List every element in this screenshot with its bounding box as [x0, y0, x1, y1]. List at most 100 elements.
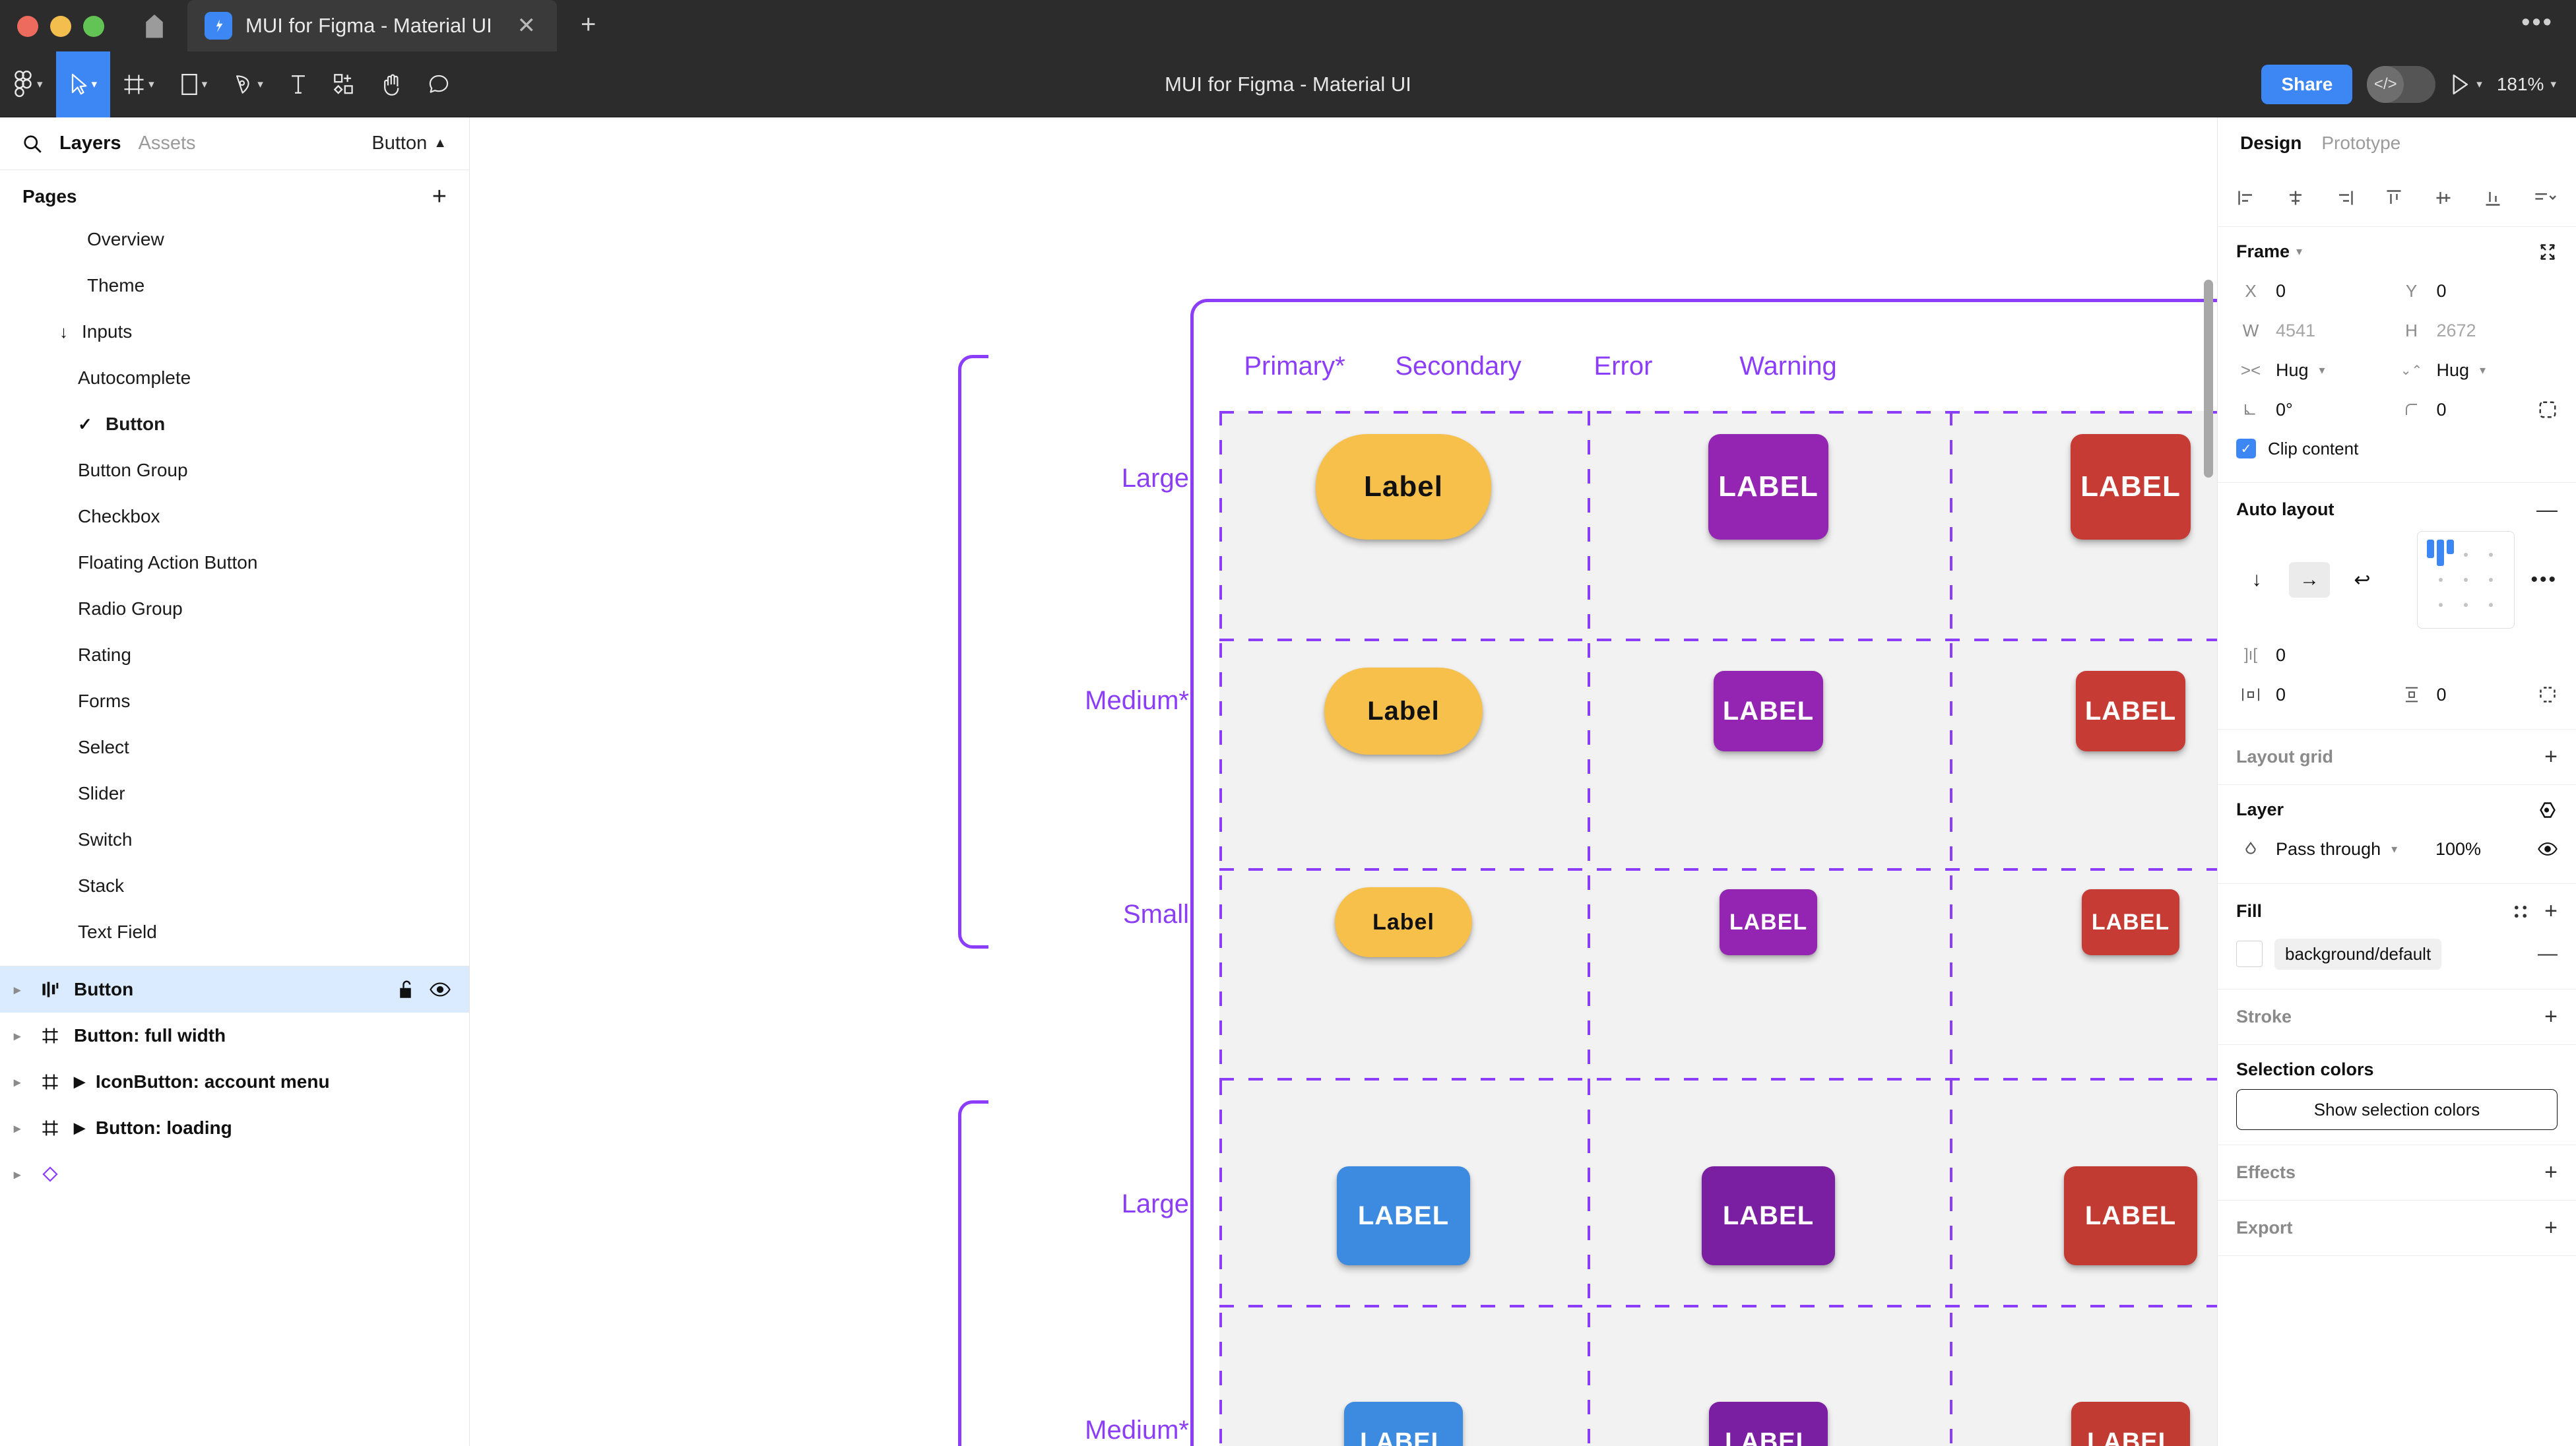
rotation-field[interactable]: 0° — [2236, 400, 2397, 420]
window-close-button[interactable] — [17, 16, 38, 37]
align-bottom-icon[interactable] — [2483, 188, 2503, 208]
comment-icon[interactable] — [415, 51, 463, 117]
button-specimen[interactable]: LABEL — [1709, 1402, 1828, 1446]
eye-icon[interactable] — [430, 981, 451, 998]
close-icon[interactable]: ✕ — [517, 13, 536, 38]
add-effect-button[interactable]: + — [2544, 1160, 2558, 1185]
width-sizing-dropdown[interactable]: >< Hug ▾ — [2236, 360, 2397, 381]
nested-expand-icon[interactable]: ▶ — [74, 1073, 85, 1090]
fill-styles-icon[interactable] — [2511, 902, 2530, 921]
page-item-button-group[interactable]: Button Group — [0, 447, 469, 493]
tab-design[interactable]: Design — [2240, 133, 2302, 153]
align-top-icon[interactable] — [2384, 188, 2404, 208]
align-left-icon[interactable] — [2236, 188, 2256, 208]
present-button[interactable]: ▾ — [2450, 73, 2482, 96]
blend-mode-dropdown[interactable]: Pass through ▾ — [2236, 839, 2435, 860]
layer-row[interactable]: ▸▶IconButton: account menu — [0, 1059, 469, 1105]
align-vertical-center-icon[interactable] — [2433, 188, 2453, 208]
clip-content-checkbox[interactable]: ✓ — [2236, 439, 2256, 458]
expand-arrow-icon[interactable]: ▸ — [13, 1075, 21, 1090]
expand-arrow-icon[interactable]: ▸ — [13, 1028, 21, 1044]
window-minimize-button[interactable] — [50, 16, 71, 37]
button-specimen[interactable]: Label — [1335, 887, 1472, 957]
layer-row[interactable]: ▸Button — [0, 966, 469, 1013]
remove-auto-layout-button[interactable]: — — [2536, 497, 2558, 521]
tab-assets[interactable]: Assets — [138, 133, 196, 154]
expand-arrow-icon[interactable]: ▸ — [13, 1167, 21, 1182]
x-field[interactable]: X 0 — [2236, 281, 2397, 301]
fill-color-swatch[interactable] — [2236, 941, 2263, 967]
button-specimen[interactable]: LABEL — [1344, 1402, 1463, 1446]
dev-mode-toggle[interactable]: </> — [2367, 65, 2436, 103]
add-export-button[interactable]: + — [2544, 1215, 2558, 1240]
button-specimen[interactable]: LABEL — [1714, 671, 1823, 751]
hand-icon[interactable] — [369, 51, 415, 117]
page-item-text-field[interactable]: Text Field — [0, 909, 469, 955]
search-icon[interactable] — [22, 134, 42, 154]
auto-layout-more-options[interactable]: ••• — [2530, 569, 2558, 590]
unlock-icon[interactable] — [398, 980, 415, 999]
width-field[interactable]: W 4541 — [2236, 321, 2397, 341]
page-item-inputs[interactable]: ↓Inputs — [0, 309, 469, 355]
zoom-level-selector[interactable]: 181% ▾ — [2497, 74, 2556, 95]
eye-icon[interactable] — [2538, 839, 2558, 859]
page-item-forms[interactable]: Forms — [0, 678, 469, 724]
distribute-more-icon[interactable] — [2532, 188, 2558, 208]
button-specimen[interactable]: LABEL — [1702, 1166, 1835, 1265]
button-specimen[interactable]: Label — [1316, 434, 1491, 540]
expand-arrow-icon[interactable]: ▸ — [13, 1121, 21, 1136]
nested-expand-icon[interactable]: ▶ — [74, 1119, 85, 1136]
page-item-slider[interactable]: Slider — [0, 770, 469, 817]
add-page-button[interactable]: + — [432, 182, 447, 210]
design-canvas[interactable]: Contained Primary* Secondary Error Warni… — [470, 117, 2217, 1446]
gap-field[interactable]: ]ı[ 0 — [2236, 645, 2397, 666]
chevron-down-icon[interactable]: ▾ — [2296, 245, 2303, 258]
button-specimen[interactable]: LABEL — [1708, 434, 1828, 540]
arrow-down-icon[interactable]: ↓ — [2251, 569, 2262, 590]
tab-prototype[interactable]: Prototype — [2321, 133, 2401, 153]
clip-content-row[interactable]: ✓ Clip content — [2236, 429, 2558, 468]
button-specimen[interactable]: Label — [1324, 668, 1483, 755]
show-selection-colors-button[interactable]: Show selection colors — [2236, 1089, 2558, 1130]
button-specimen[interactable]: LABEL — [1337, 1166, 1470, 1265]
arrow-right-icon[interactable]: → — [2289, 562, 2330, 598]
alignment-pad[interactable] — [2417, 531, 2515, 629]
new-tab-button[interactable]: + — [581, 10, 596, 39]
corner-radius-field[interactable]: 0 — [2397, 400, 2558, 420]
align-horizontal-center-icon[interactable] — [2286, 188, 2305, 208]
share-button[interactable]: Share — [2261, 64, 2353, 104]
y-field[interactable]: Y 0 — [2397, 281, 2558, 301]
opacity-field[interactable]: 100% — [2435, 839, 2558, 860]
button-specimen[interactable]: LABEL — [2071, 1402, 2190, 1446]
vertical-padding-field[interactable]: 0 — [2397, 685, 2558, 705]
page-item-overview[interactable]: Overview — [0, 216, 469, 263]
text-icon[interactable] — [276, 51, 320, 117]
independent-corners-icon[interactable] — [2538, 400, 2558, 420]
button-specimen[interactable]: LABEL — [1720, 889, 1817, 955]
add-fill-button[interactable]: + — [2544, 898, 2558, 924]
fill-style-name[interactable]: background/default — [2274, 938, 2442, 970]
resources-icon[interactable] — [320, 51, 369, 117]
rectangle-icon[interactable]: ▾ — [168, 51, 221, 117]
frame-icon[interactable]: ▾ — [110, 51, 168, 117]
figma-menu-icon[interactable]: ▾ — [0, 51, 56, 117]
add-layout-grid-button[interactable]: + — [2544, 744, 2558, 769]
add-stroke-button[interactable]: + — [2544, 1004, 2558, 1029]
individual-padding-icon[interactable] — [2538, 685, 2558, 705]
page-item-radio-group[interactable]: Radio Group — [0, 586, 469, 632]
tab-layers[interactable]: Layers — [59, 133, 121, 154]
page-item-button[interactable]: ✓Button — [0, 401, 469, 447]
scale-to-fit-icon[interactable] — [2538, 242, 2558, 262]
page-selector[interactable]: Button ▲ — [371, 133, 447, 154]
page-item-select[interactable]: Select — [0, 724, 469, 770]
expand-arrow-icon[interactable]: ▸ — [13, 982, 21, 997]
layer-row[interactable]: ▸▶Button: loading — [0, 1105, 469, 1151]
window-maximize-button[interactable] — [83, 16, 104, 37]
button-specimen[interactable]: LABEL — [2064, 1166, 2197, 1265]
button-specimen[interactable]: LABEL — [2076, 671, 2185, 751]
page-item-stack[interactable]: Stack — [0, 863, 469, 909]
layer-styles-icon[interactable] — [2538, 800, 2558, 820]
horizontal-padding-field[interactable]: 0 — [2236, 685, 2397, 705]
align-right-icon[interactable] — [2335, 188, 2355, 208]
page-item-checkbox[interactable]: Checkbox — [0, 493, 469, 540]
